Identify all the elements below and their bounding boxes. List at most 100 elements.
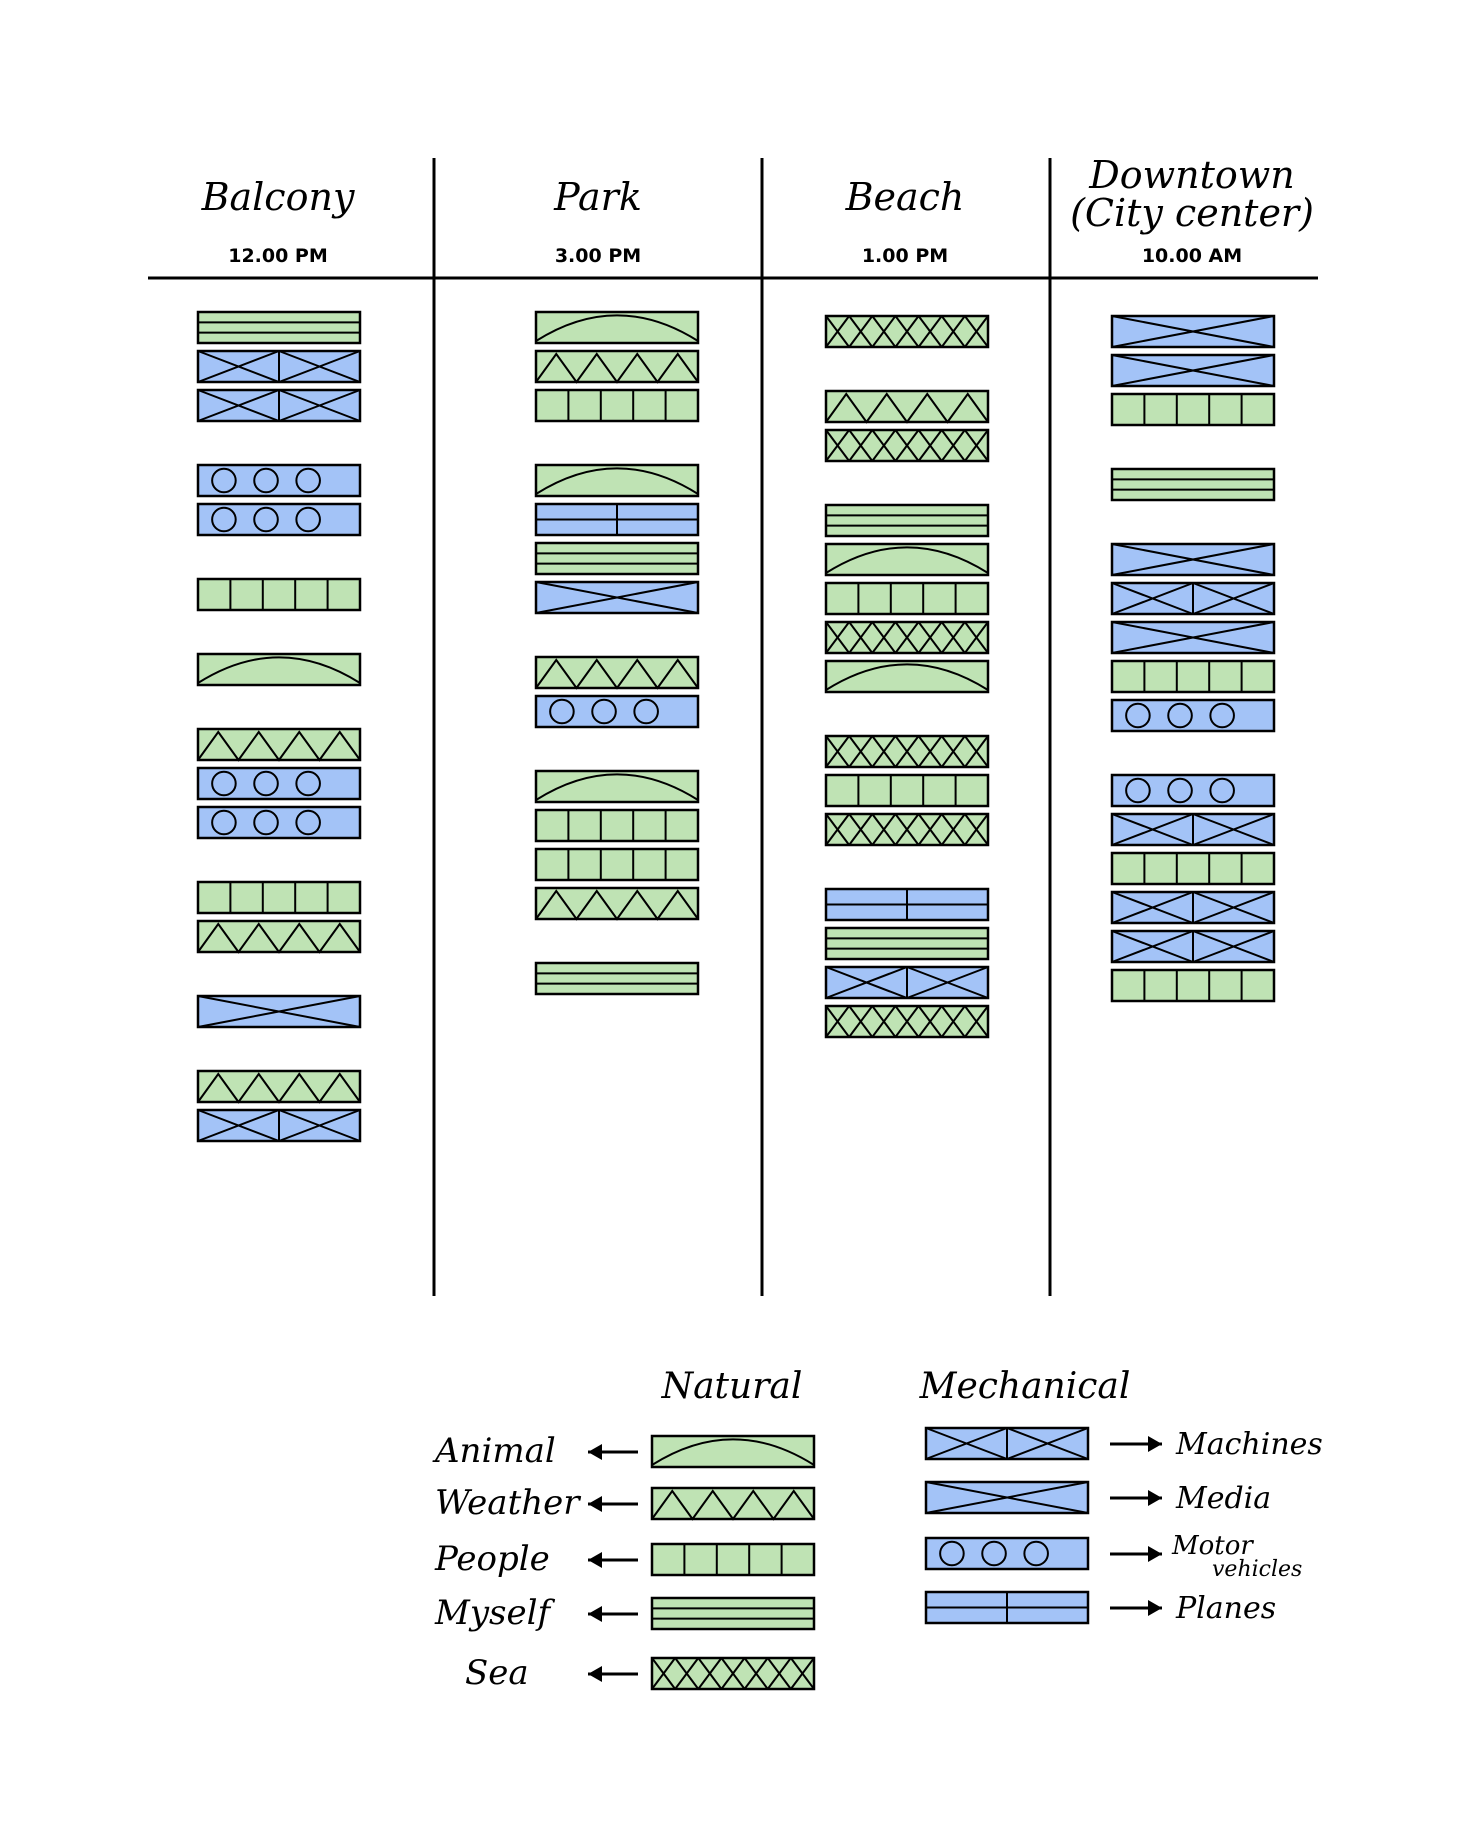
column-header-1: Park 3.00 PM bbox=[553, 175, 642, 267]
block-group bbox=[196, 727, 362, 840]
legend-natural-item: Myself bbox=[434, 1593, 816, 1633]
legend-mechanical-title: Mechanical bbox=[919, 1366, 1131, 1407]
block-group bbox=[196, 880, 362, 954]
planes-block bbox=[824, 887, 990, 922]
sea-block bbox=[824, 314, 990, 349]
block-group bbox=[1110, 467, 1276, 502]
weather-block bbox=[534, 886, 700, 921]
arrow-icon bbox=[1110, 1436, 1162, 1452]
block-group bbox=[196, 1069, 362, 1143]
arrow-icon bbox=[588, 1606, 638, 1622]
motor-vehicles-block bbox=[534, 694, 700, 729]
arrow-icon bbox=[1110, 1490, 1162, 1506]
column-1-blocks bbox=[534, 310, 700, 996]
myself-block bbox=[1110, 467, 1276, 502]
column-time: 3.00 PM bbox=[555, 245, 641, 267]
planes-block bbox=[534, 502, 700, 537]
block-group bbox=[534, 769, 700, 921]
block-group bbox=[196, 652, 362, 687]
sea-block bbox=[824, 428, 990, 463]
motor-vehicles-block bbox=[196, 805, 362, 840]
legend-label: Machines bbox=[1175, 1427, 1323, 1462]
people-block bbox=[196, 880, 362, 915]
motor-vehicles-block bbox=[1110, 773, 1276, 808]
arrow-icon bbox=[1110, 1600, 1162, 1616]
animal-block bbox=[824, 542, 990, 577]
block-group bbox=[824, 734, 990, 847]
weather-block bbox=[196, 727, 362, 762]
arrow-icon bbox=[588, 1666, 638, 1682]
sea-block bbox=[824, 734, 990, 769]
block-group bbox=[534, 655, 700, 729]
weather-block bbox=[196, 1069, 362, 1104]
block-group bbox=[534, 961, 700, 996]
animal-block bbox=[534, 310, 700, 345]
motor-vehicles-block bbox=[196, 502, 362, 537]
block-group bbox=[534, 310, 700, 423]
myself-block bbox=[824, 926, 990, 961]
people-block bbox=[824, 581, 990, 616]
animal-block bbox=[196, 652, 362, 687]
legend-natural-item: Sea bbox=[465, 1653, 816, 1693]
column-title: Downtown bbox=[1088, 153, 1295, 197]
legend-label: People bbox=[434, 1539, 550, 1579]
people-block bbox=[534, 808, 700, 843]
people-block bbox=[1110, 392, 1276, 427]
motor-vehicles-block bbox=[924, 1536, 1090, 1571]
media-block bbox=[196, 994, 362, 1029]
legend-label: Motor bbox=[1171, 1531, 1254, 1561]
column-time: 10.00 AM bbox=[1142, 245, 1242, 267]
legend-label: Weather bbox=[435, 1483, 581, 1523]
media-block bbox=[1110, 314, 1276, 349]
sea-block bbox=[824, 1004, 990, 1039]
weather-block bbox=[534, 655, 700, 690]
weather-block bbox=[824, 389, 990, 424]
legend-natural-item: Weather bbox=[435, 1483, 816, 1523]
column-title: Beach bbox=[845, 175, 965, 219]
block-group bbox=[824, 314, 990, 349]
machines-block bbox=[1110, 929, 1276, 964]
block-group bbox=[196, 994, 362, 1029]
legend-mechanical-item: Planes bbox=[924, 1590, 1276, 1626]
people-block bbox=[1110, 851, 1276, 886]
media-block bbox=[534, 580, 700, 615]
sea-block bbox=[824, 620, 990, 655]
people-block bbox=[1110, 659, 1276, 694]
legend-natural-item: People bbox=[434, 1539, 816, 1579]
machines-block bbox=[1110, 581, 1276, 616]
motor-vehicles-block bbox=[1110, 698, 1276, 733]
column-0-blocks bbox=[196, 310, 362, 1143]
legend-label: Animal bbox=[432, 1431, 556, 1471]
column-title: Park bbox=[553, 175, 642, 219]
animal-block bbox=[534, 463, 700, 498]
block-group bbox=[1110, 314, 1276, 427]
arrow-icon bbox=[588, 1496, 638, 1512]
people-block bbox=[650, 1542, 816, 1577]
column-3-blocks bbox=[1110, 314, 1276, 1003]
legend-mechanical-item: Media bbox=[924, 1480, 1271, 1516]
motor-vehicles-block bbox=[196, 766, 362, 801]
column-grid bbox=[148, 158, 1318, 1296]
block-group bbox=[824, 887, 990, 1039]
block-group bbox=[1110, 542, 1276, 733]
arrow-icon bbox=[588, 1444, 638, 1460]
media-block bbox=[1110, 620, 1276, 655]
media-block bbox=[924, 1480, 1090, 1515]
legend-label: Sea bbox=[465, 1653, 529, 1693]
machines-block bbox=[1110, 812, 1276, 847]
column-title: Balcony bbox=[201, 175, 355, 219]
block-group bbox=[824, 503, 990, 694]
machines-block bbox=[196, 388, 362, 423]
weather-block bbox=[196, 919, 362, 954]
people-block bbox=[196, 577, 362, 612]
column-2-blocks bbox=[824, 314, 990, 1039]
animal-block bbox=[824, 659, 990, 694]
sea-block bbox=[824, 812, 990, 847]
myself-block bbox=[650, 1596, 816, 1631]
myself-block bbox=[534, 541, 700, 576]
